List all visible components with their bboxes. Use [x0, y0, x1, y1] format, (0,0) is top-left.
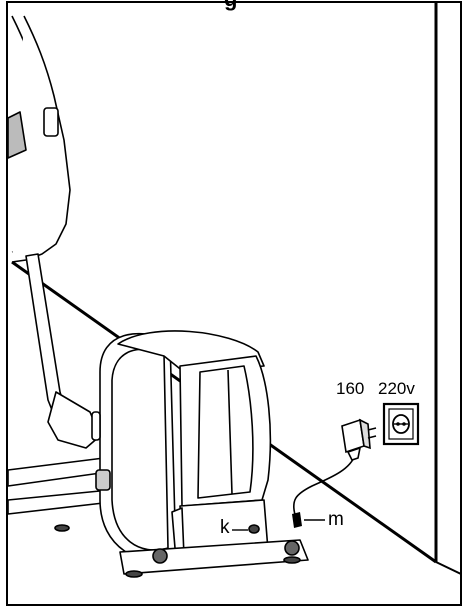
wall-floor-right [435, 561, 462, 575]
wheel-right [284, 540, 300, 556]
figure-caption: g [224, 0, 237, 12]
power-outlet-icon [382, 402, 420, 446]
label-160: 160 [336, 379, 365, 398]
elliptical-trainer [7, 15, 309, 578]
power-socket-k [248, 524, 260, 534]
diagram-frame [6, 1, 462, 606]
base-stabilizer [119, 539, 309, 575]
label-k: k [220, 517, 230, 538]
console [7, 111, 27, 159]
flywheel-shroud [179, 355, 272, 507]
plug-m [292, 512, 302, 528]
power-cable [292, 454, 356, 519]
power-adapter-icon [341, 418, 377, 461]
wheel-left [152, 548, 168, 564]
label-m: m [328, 509, 344, 530]
label-220v: 220v [378, 379, 415, 398]
